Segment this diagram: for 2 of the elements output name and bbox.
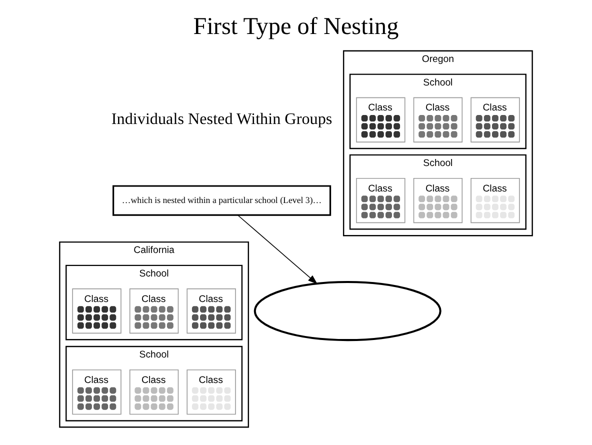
label: Individuals Nested Within Groups (111, 110, 332, 128)
diagram-title: First Type of Nesting (193, 12, 399, 40)
